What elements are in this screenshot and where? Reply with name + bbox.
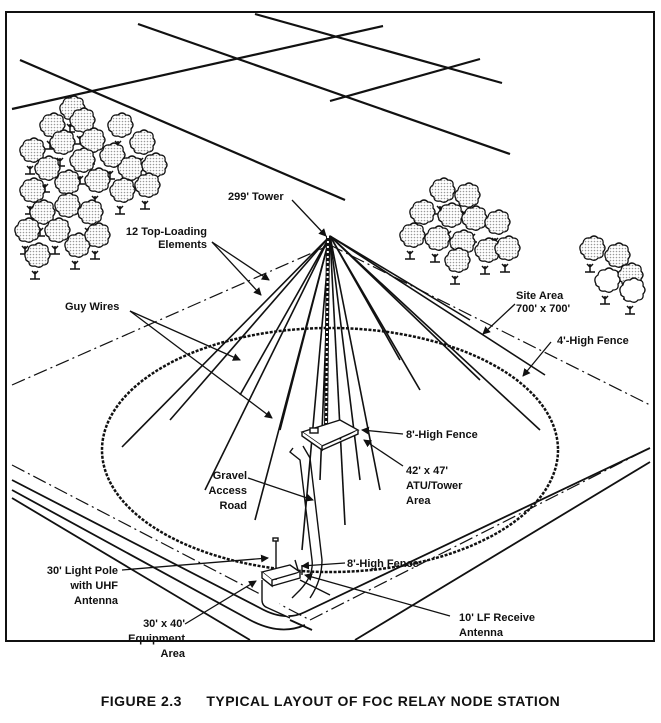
label-fence-8ft-equip: 8'-High Fence <box>347 558 419 570</box>
label-site-area-2: 700' x 700' <box>516 303 571 315</box>
tower <box>324 235 330 431</box>
roads-bottom <box>11 447 651 641</box>
label-pole-2: with UHF <box>70 580 118 592</box>
label-top-loading-2: Elements <box>158 239 207 251</box>
label-atu-2: ATU/Tower <box>406 480 463 492</box>
label-lf-1: 10' LF Receive <box>459 612 535 624</box>
label-site-area-1: Site Area <box>516 290 564 302</box>
label-lf-2: Antenna <box>459 627 503 639</box>
label-atu-3: Area <box>406 495 431 507</box>
label-tower: 299' Tower <box>228 191 284 203</box>
callout-arrows <box>121 199 552 625</box>
label-fence-8ft-tower: 8'-High Fence <box>406 429 478 441</box>
label-pole-3: Antenna <box>74 595 118 607</box>
fence-4ft-ellipse <box>100 326 560 574</box>
label-equip-2: Equipment <box>128 633 185 645</box>
label-road-1: Gravel <box>212 470 247 482</box>
figure-number: FIGURE 2.3 <box>100 693 182 709</box>
access-road <box>289 445 323 599</box>
equipment-area <box>260 537 331 619</box>
atu-tower-area <box>300 419 360 452</box>
label-pole-1: 30' Light Pole <box>46 565 118 577</box>
figure-caption: FIGURE 2.3 TYPICAL LAYOUT OF FOC RELAY N… <box>0 693 661 709</box>
label-equip-3: Area <box>160 648 185 660</box>
label-equip-1: 30' x 40' <box>143 618 185 630</box>
label-guy-wires: Guy Wires <box>65 301 120 313</box>
label-road-3: Road <box>219 500 248 512</box>
roads-bottom-tail <box>289 619 313 631</box>
figure-frame <box>5 11 655 642</box>
label-fence-4ft: 4'-High Fence <box>557 335 629 347</box>
label-atu-1: 42' x 47' <box>406 465 448 477</box>
site-boundary <box>11 244 651 621</box>
label-road-2: Access <box>208 485 247 497</box>
roads-top <box>11 12 511 202</box>
label-top-loading-1: 12 Top-Loading <box>125 226 207 238</box>
guy-wires <box>121 235 546 551</box>
figure-title: TYPICAL LAYOUT OF FOC RELAY NODE STATION <box>206 693 561 709</box>
